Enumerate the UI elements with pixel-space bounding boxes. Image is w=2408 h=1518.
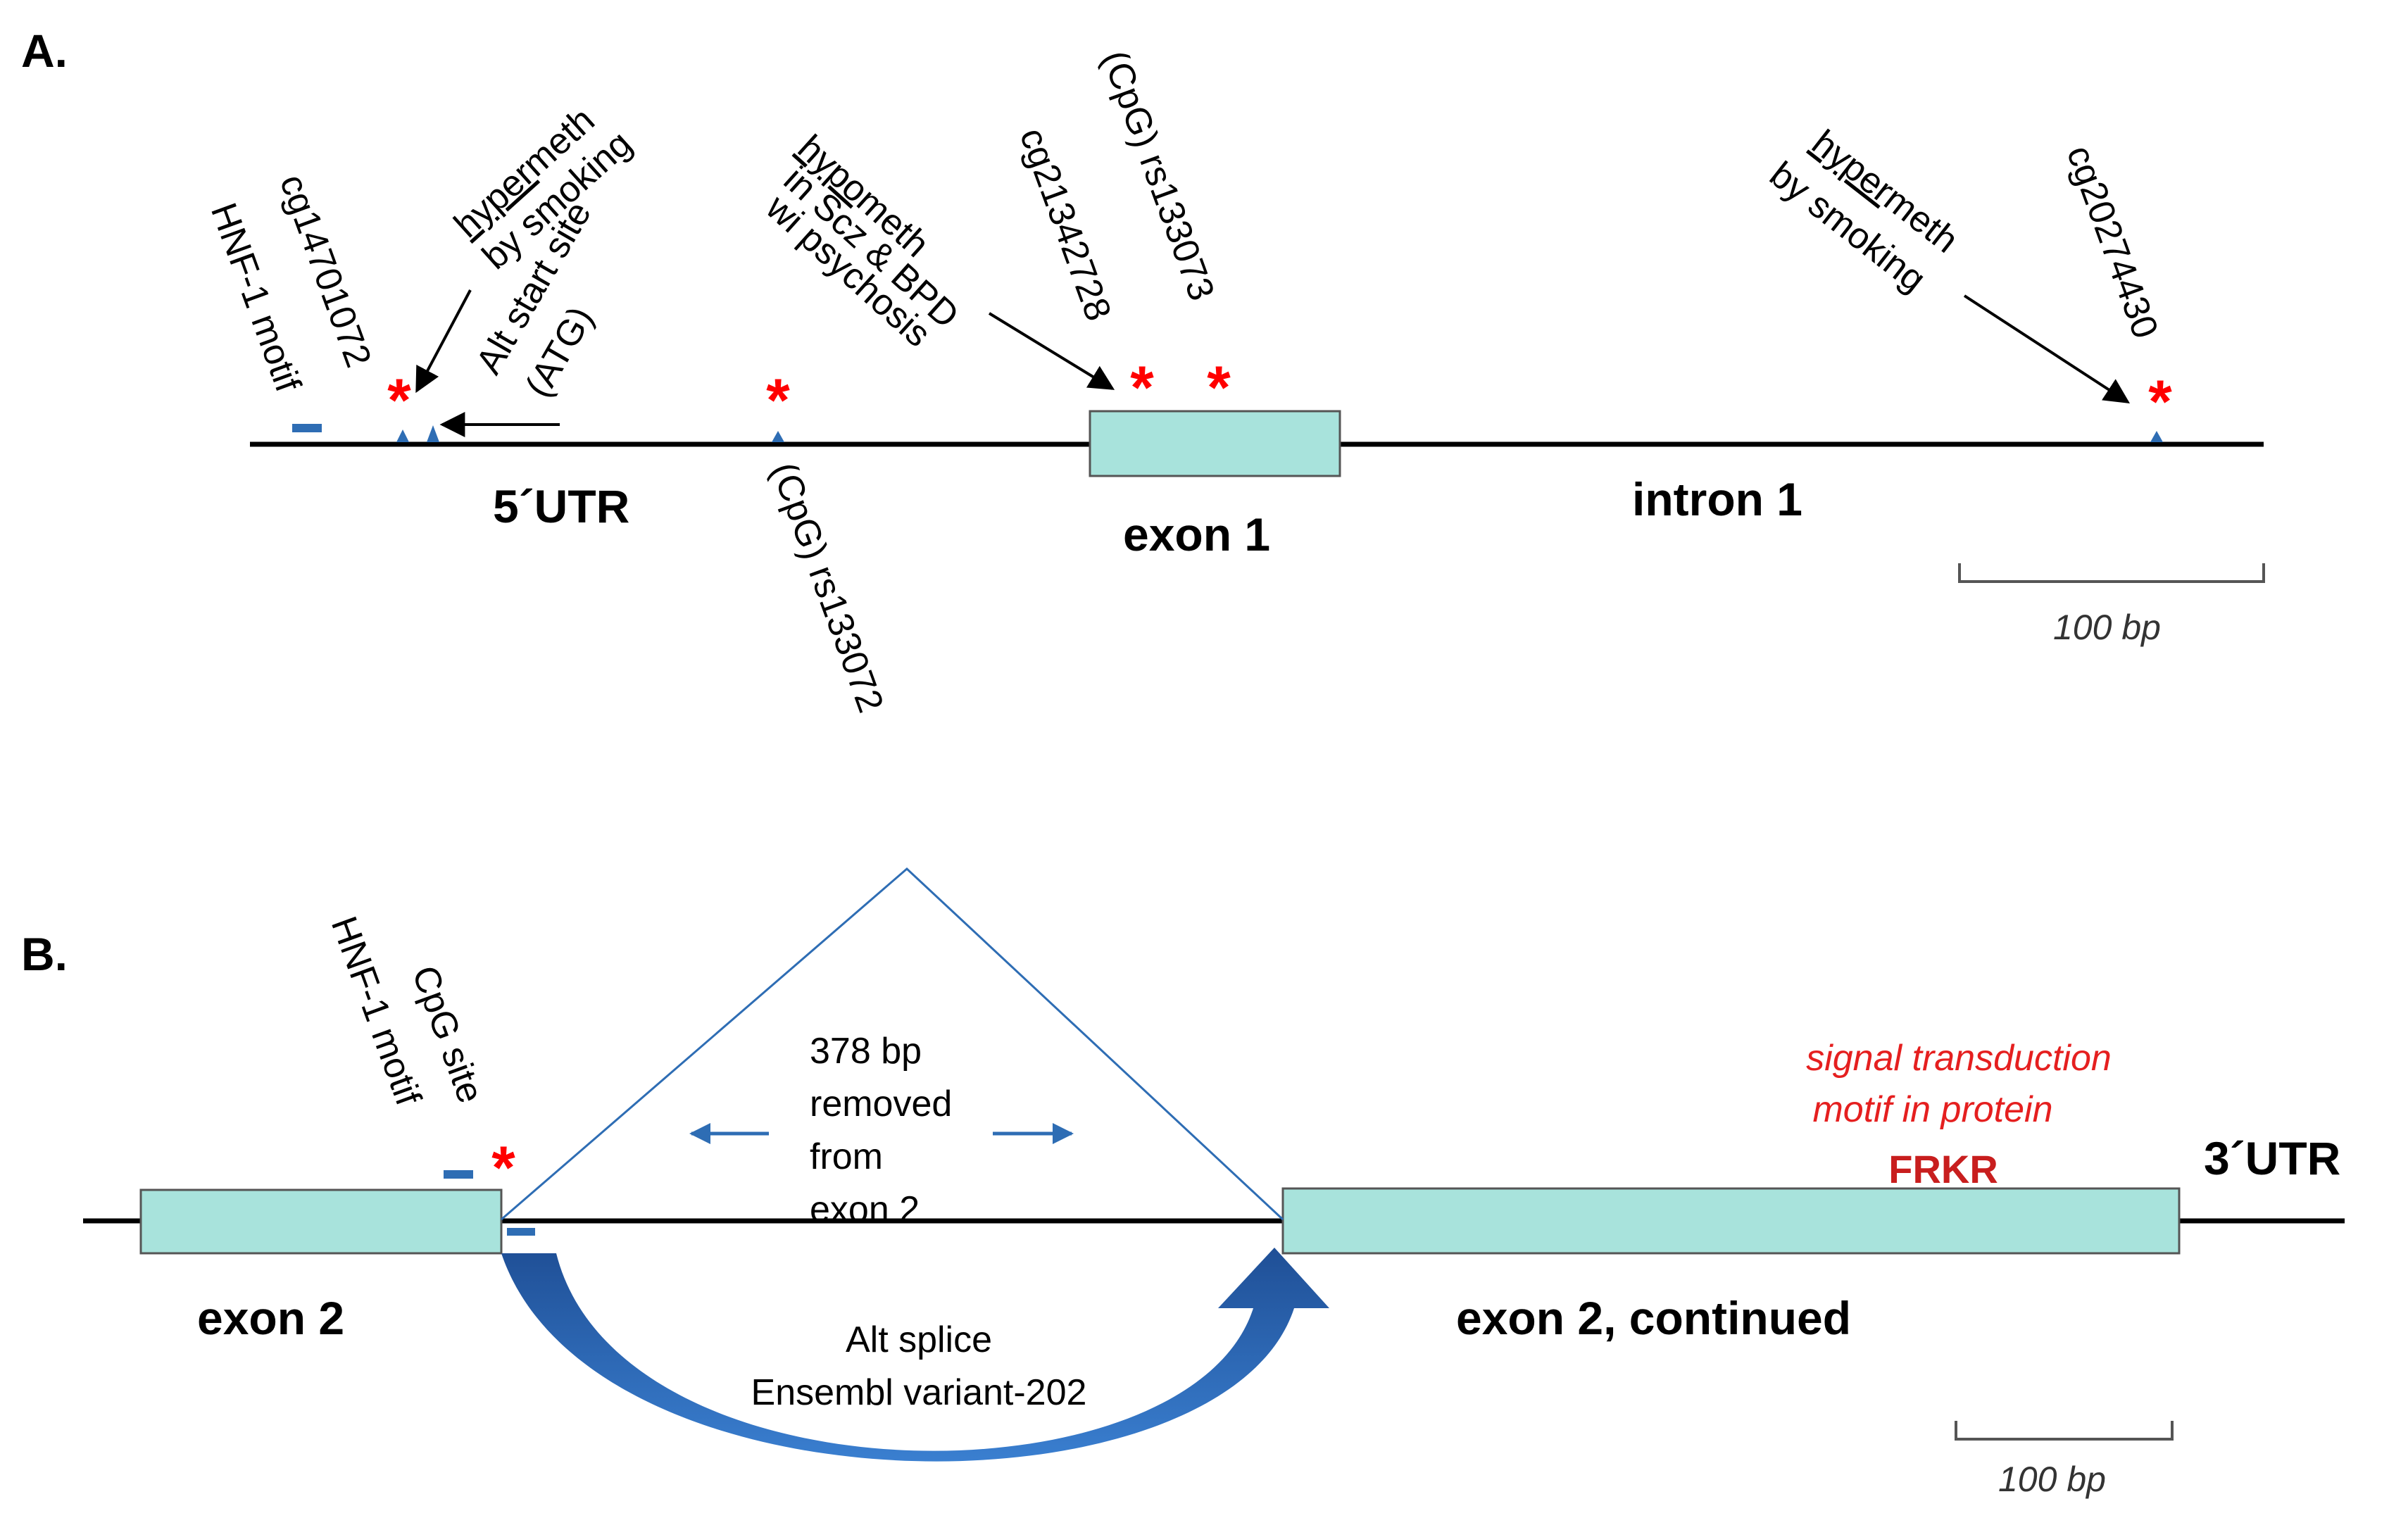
alt-splice-line-2: Ensembl variant-202 <box>751 1372 1087 1413</box>
scale-bar-a-label: 100 bp <box>2053 608 2161 647</box>
hnf1-motif-label-b: HNF-1 motif <box>323 911 429 1111</box>
scale-bar-b <box>1955 1421 2174 1441</box>
arrow-hypermeth-a <box>415 289 472 394</box>
arrow-hypermeth-b <box>1963 294 2131 403</box>
exon-1-label: exon 1 <box>1123 508 1270 560</box>
scale-bar-a <box>1958 563 2265 583</box>
hnf1-motif-marker-b <box>444 1170 473 1179</box>
cpg-marker-cg20274430 <box>2150 431 2163 442</box>
rs133073-label: (CpG) rs133073 <box>1094 45 1222 306</box>
exon-1-box <box>1089 410 1341 477</box>
signal-transduction-line-2: motif in protein <box>1812 1089 2052 1130</box>
cpg-site-marker-b <box>507 1228 535 1236</box>
star-cg20274430: * <box>2148 368 2172 436</box>
signal-transduction-line-1: signal transduction <box>1806 1038 2112 1079</box>
star-cg14701072: * <box>387 367 411 434</box>
cpg-marker-rs133072 <box>772 431 784 442</box>
star-rs133073: * <box>1207 354 1231 422</box>
alt-splice-line-1: Alt splice <box>846 1319 992 1360</box>
exon-2-continued-box <box>1281 1187 2181 1255</box>
cg20274430-label: cg20274430 <box>2059 140 2166 344</box>
utr3-label: 3´UTR <box>2204 1132 2340 1184</box>
exon-2-box <box>139 1188 503 1255</box>
cg21342728-label: cg21342728 <box>1012 123 1119 326</box>
star-cg21342728: * <box>1130 354 1154 422</box>
exon-2-label: exon 2 <box>197 1292 344 1344</box>
frkr-motif-label: FRKR <box>1888 1147 1998 1191</box>
cpg-marker-cg14701072 <box>396 429 409 442</box>
exon-2-continued-label: exon 2, continued <box>1456 1292 1851 1344</box>
star-rs133072: * <box>766 367 790 434</box>
utr5-label: 5´UTR <box>493 480 629 532</box>
hnf1-motif-marker-a <box>292 424 322 432</box>
panel-a-label: A. <box>21 25 68 77</box>
panel-b-label: B. <box>21 928 68 980</box>
cpg-marker-alt-start <box>427 425 439 442</box>
scale-bar-b-label: 100 bp <box>1998 1460 2106 1499</box>
removed-line-3: from <box>810 1136 883 1177</box>
rs133072-label: (CpG) rs133072 <box>763 457 891 717</box>
arrow-hypometh <box>988 312 1115 390</box>
intron-1-label: intron 1 <box>1632 473 1802 525</box>
removed-region-triangle <box>501 867 1284 1221</box>
removed-line-1: 378 bp <box>810 1031 922 1072</box>
removed-line-2: removed <box>810 1084 952 1124</box>
removed-line-4: exon 2 <box>810 1189 920 1230</box>
star-cpg-site: * <box>491 1134 515 1202</box>
